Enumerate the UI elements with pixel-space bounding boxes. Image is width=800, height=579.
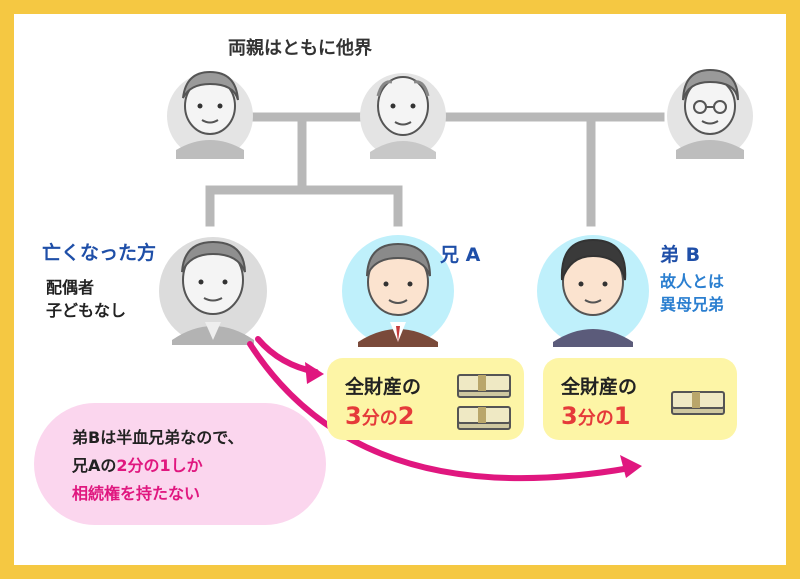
note-line-2-highlight: 2分の1しか bbox=[116, 456, 203, 475]
grandmother-glasses-icon bbox=[667, 68, 753, 159]
family-connectors bbox=[205, 112, 665, 227]
brother-a-icon bbox=[342, 235, 454, 347]
deceased-note-spouse: 配偶者 bbox=[46, 278, 95, 297]
arrow-to-brother-a bbox=[255, 336, 324, 384]
fraction-num: 3 bbox=[345, 402, 362, 430]
note-line-3: 相続権を持たない bbox=[72, 484, 201, 503]
money-bundle-1 bbox=[457, 374, 511, 398]
note-line-2: 兄Aの2分の1しか bbox=[72, 452, 244, 480]
arrow-to-brother-b bbox=[247, 341, 642, 482]
money-bundle-icon bbox=[457, 374, 511, 430]
note-line-1: 弟Bは半血兄弟なので、 bbox=[72, 428, 244, 447]
grandmother-icon bbox=[167, 70, 253, 159]
fraction-den: 2 bbox=[397, 402, 415, 430]
money-bundle-icon bbox=[671, 391, 725, 415]
fraction-mid: 分の bbox=[577, 408, 614, 429]
brother-b-label: 弟 B bbox=[660, 244, 701, 266]
money-bundle-2 bbox=[457, 406, 511, 430]
fraction-num: 3 bbox=[561, 402, 578, 430]
brother-b-notes: 故人とは 異母兄弟 bbox=[660, 270, 724, 316]
deceased-label: 亡くなった方 bbox=[42, 242, 157, 264]
fraction-mid: 分の bbox=[361, 408, 398, 429]
brother-b-note-1: 故人とは bbox=[660, 272, 725, 291]
note-bubble bbox=[34, 403, 326, 525]
brother-b-share-label: 全財産の bbox=[561, 376, 638, 398]
brother-b-share-fraction: 3分の1 bbox=[561, 402, 630, 430]
grandfather-icon bbox=[360, 73, 446, 159]
brother-b-icon bbox=[537, 235, 649, 347]
deceased-note-children: 子どもなし bbox=[46, 301, 127, 320]
brother-a-share-label: 全財産の bbox=[345, 376, 422, 398]
deceased-man-icon bbox=[159, 237, 267, 345]
deceased-notes: 配偶者 子どもなし bbox=[46, 276, 126, 322]
note-line-2-prefix: 兄Aの bbox=[72, 456, 117, 475]
fraction-den: 1 bbox=[613, 402, 631, 430]
note-text: 弟Bは半血兄弟なので、 兄Aの2分の1しか 相続権を持たない bbox=[72, 424, 244, 508]
diagram-title: 両親はともに他界 bbox=[228, 38, 372, 59]
brother-b-note-2: 異母兄弟 bbox=[660, 295, 725, 314]
brother-a-label: 兄 A bbox=[440, 244, 481, 266]
brother-a-share-fraction: 3分の2 bbox=[345, 402, 414, 430]
